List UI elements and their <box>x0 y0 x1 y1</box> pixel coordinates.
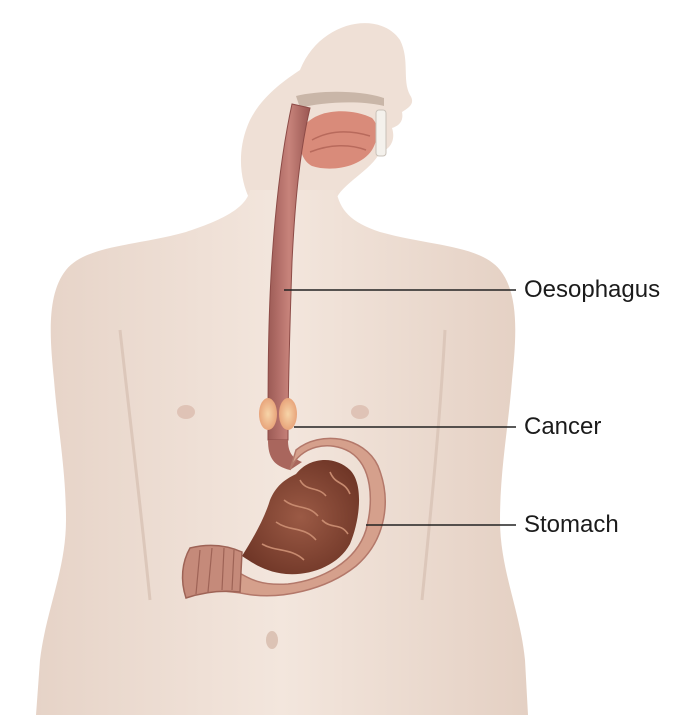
left-nipple <box>177 405 195 419</box>
cancer-label: Cancer <box>524 413 601 441</box>
right-nipple <box>351 405 369 419</box>
navel <box>266 631 278 649</box>
oesophagus-label: Oesophagus <box>524 276 660 304</box>
teeth <box>376 110 386 156</box>
stomach-label: Stomach <box>524 511 619 539</box>
